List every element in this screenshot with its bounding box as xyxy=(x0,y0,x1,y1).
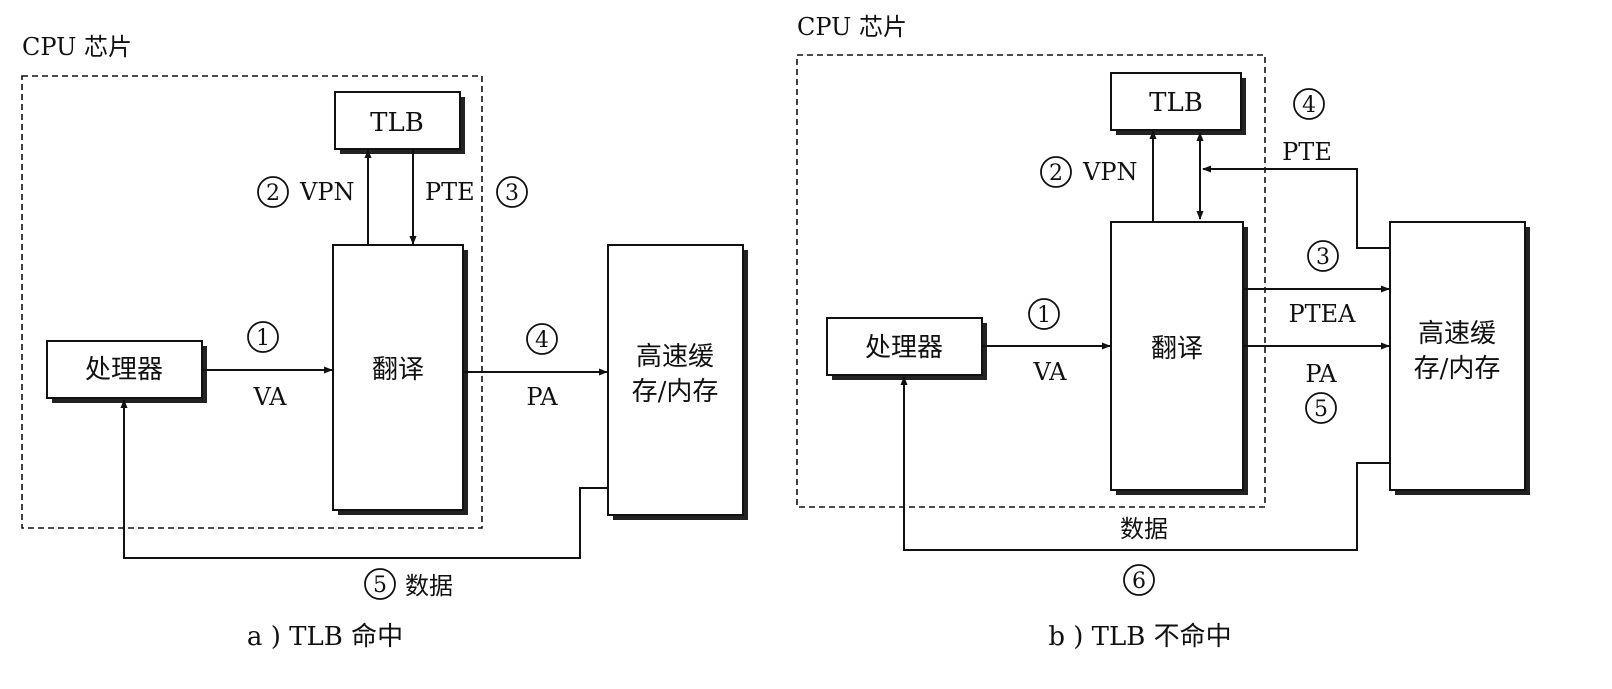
step-2-vpn-a: 2 VPN xyxy=(257,176,354,208)
va-label-b: VA xyxy=(1032,358,1067,386)
processor-label-a: 处理器 xyxy=(85,355,163,385)
translate-box-a: 翻译 xyxy=(332,244,468,515)
tlb-label-a: TLB xyxy=(370,108,424,138)
step-4-number-a: 4 xyxy=(535,328,549,353)
caption-b: b ) TLB 不命中 xyxy=(1048,622,1231,652)
step-3-ptea-b: 3 PTEA xyxy=(1288,240,1356,328)
step-4-pa-a: 4 PA xyxy=(526,323,558,411)
vpn-label-b: VPN xyxy=(1082,158,1137,186)
cache-label-line1-a: 高速缓 xyxy=(636,342,714,372)
diagram-a: CPU 芯片 TLB 翻译 处理器 高速缓 存/内存 xyxy=(21,33,748,652)
translate-label-b: 翻译 xyxy=(1151,334,1203,364)
cpu-chip-boundary-b xyxy=(796,54,1266,508)
pte-label-b: PTE xyxy=(1282,138,1332,166)
cache-label-line1-b: 高速缓 xyxy=(1418,319,1496,349)
cache-label-line2-b: 存/内存 xyxy=(1414,354,1501,384)
data-label-a: 数据 xyxy=(405,572,453,600)
ptea-label-b: PTEA xyxy=(1288,300,1356,328)
translate-label-a: 翻译 xyxy=(372,355,424,385)
step-4-number-b: 4 xyxy=(1302,93,1316,118)
cache-memory-box-b: 高速缓 存/内存 xyxy=(1389,221,1530,495)
tlb-box-a: TLB xyxy=(334,91,465,154)
step-6-data-b: 数据 6 xyxy=(1120,515,1168,596)
pte-label-a: PTE xyxy=(425,178,475,206)
cpu-chip-boundary-a xyxy=(21,75,483,529)
pte-arrow-b xyxy=(1202,165,1390,249)
translate-box-b: 翻译 xyxy=(1110,221,1248,495)
step-6-number-b: 6 xyxy=(1132,569,1146,594)
cache-label-line2-a: 存/内存 xyxy=(632,377,719,407)
processor-box-b: 处理器 xyxy=(826,317,987,380)
step-1-number-b: 1 xyxy=(1037,303,1051,328)
step-2-vpn-b: 2 VPN xyxy=(1040,156,1137,188)
step-5-data-a: 5 数据 xyxy=(364,568,453,600)
cache-memory-box-a: 高速缓 存/内存 xyxy=(607,244,748,520)
step-5-number-b: 5 xyxy=(1314,397,1328,422)
step-1-va-a: 1 VA xyxy=(247,321,287,411)
data-label-b: 数据 xyxy=(1120,515,1168,543)
processor-box-a: 处理器 xyxy=(46,340,207,403)
processor-label-b: 处理器 xyxy=(865,333,943,363)
step-5-number-a: 5 xyxy=(373,573,387,598)
step-2-number-b: 2 xyxy=(1049,161,1063,186)
step-1-va-b: 1 VA xyxy=(1028,298,1067,386)
tlb-label-b: TLB xyxy=(1149,88,1203,118)
tlb-box-b: TLB xyxy=(1110,72,1246,135)
caption-a: a ) TLB 命中 xyxy=(247,622,403,652)
data-return-arrow-b xyxy=(900,376,1390,551)
step-5-pa-b: PA 5 xyxy=(1305,360,1337,424)
step-3-number-a: 3 xyxy=(505,181,519,206)
data-return-arrow-a xyxy=(120,399,608,559)
pa-label-a: PA xyxy=(526,383,558,411)
step-3-pte-a: PTE 3 xyxy=(425,176,528,208)
step-1-number-a: 1 xyxy=(256,326,270,351)
step-3-number-b: 3 xyxy=(1316,245,1330,270)
chip-label-b: CPU 芯片 xyxy=(797,13,907,41)
step-4-pte-b: 4 PTE xyxy=(1282,88,1332,166)
vpn-label-a: VPN xyxy=(299,178,354,206)
pa-label-b: PA xyxy=(1305,360,1337,388)
diagram-b: CPU 芯片 TLB 翻译 处理器 高速缓 存/内存 xyxy=(796,13,1530,652)
step-2-number-a: 2 xyxy=(266,181,280,206)
chip-label-a: CPU 芯片 xyxy=(22,33,132,61)
va-label-a: VA xyxy=(252,383,287,411)
